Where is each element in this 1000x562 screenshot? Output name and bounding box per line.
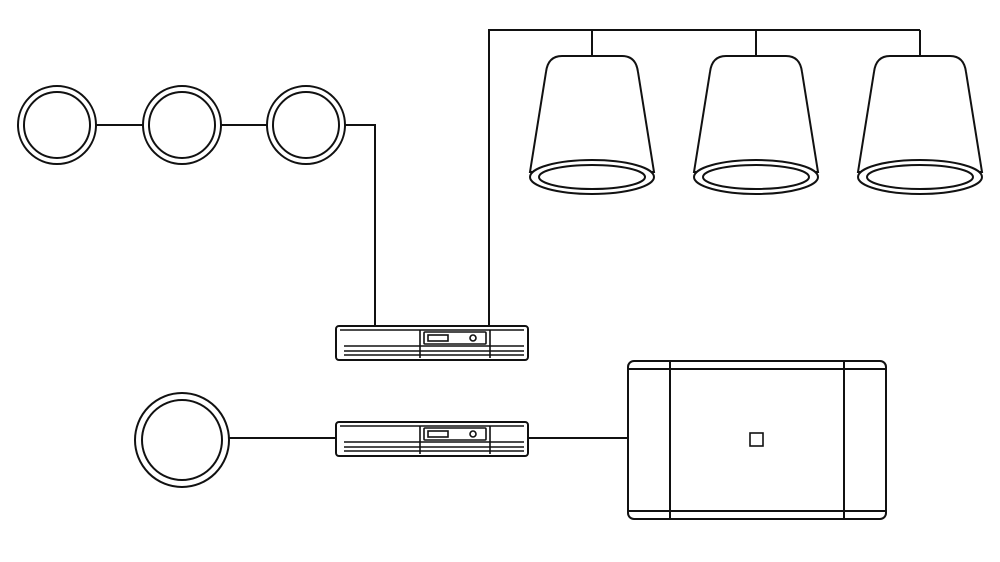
amplifier-icon [335, 325, 529, 361]
pendant-speaker-icon [856, 55, 984, 195]
ceiling-speaker-icon [17, 85, 97, 165]
amplifier-icon [335, 421, 529, 457]
pendant-speaker-icon [528, 55, 656, 195]
wire-amplifier-1-to-pendants [488, 29, 920, 326]
ceiling-speaker-icon [142, 85, 222, 165]
wiring [96, 29, 921, 439]
pendant-speaker-icon [692, 55, 820, 195]
ceiling-speaker-icon [134, 392, 230, 488]
ceiling-speaker-icon [266, 85, 346, 165]
subwoofer-icon [627, 360, 887, 520]
wire-speaker-chain-to-amplifier-1 [345, 124, 376, 326]
